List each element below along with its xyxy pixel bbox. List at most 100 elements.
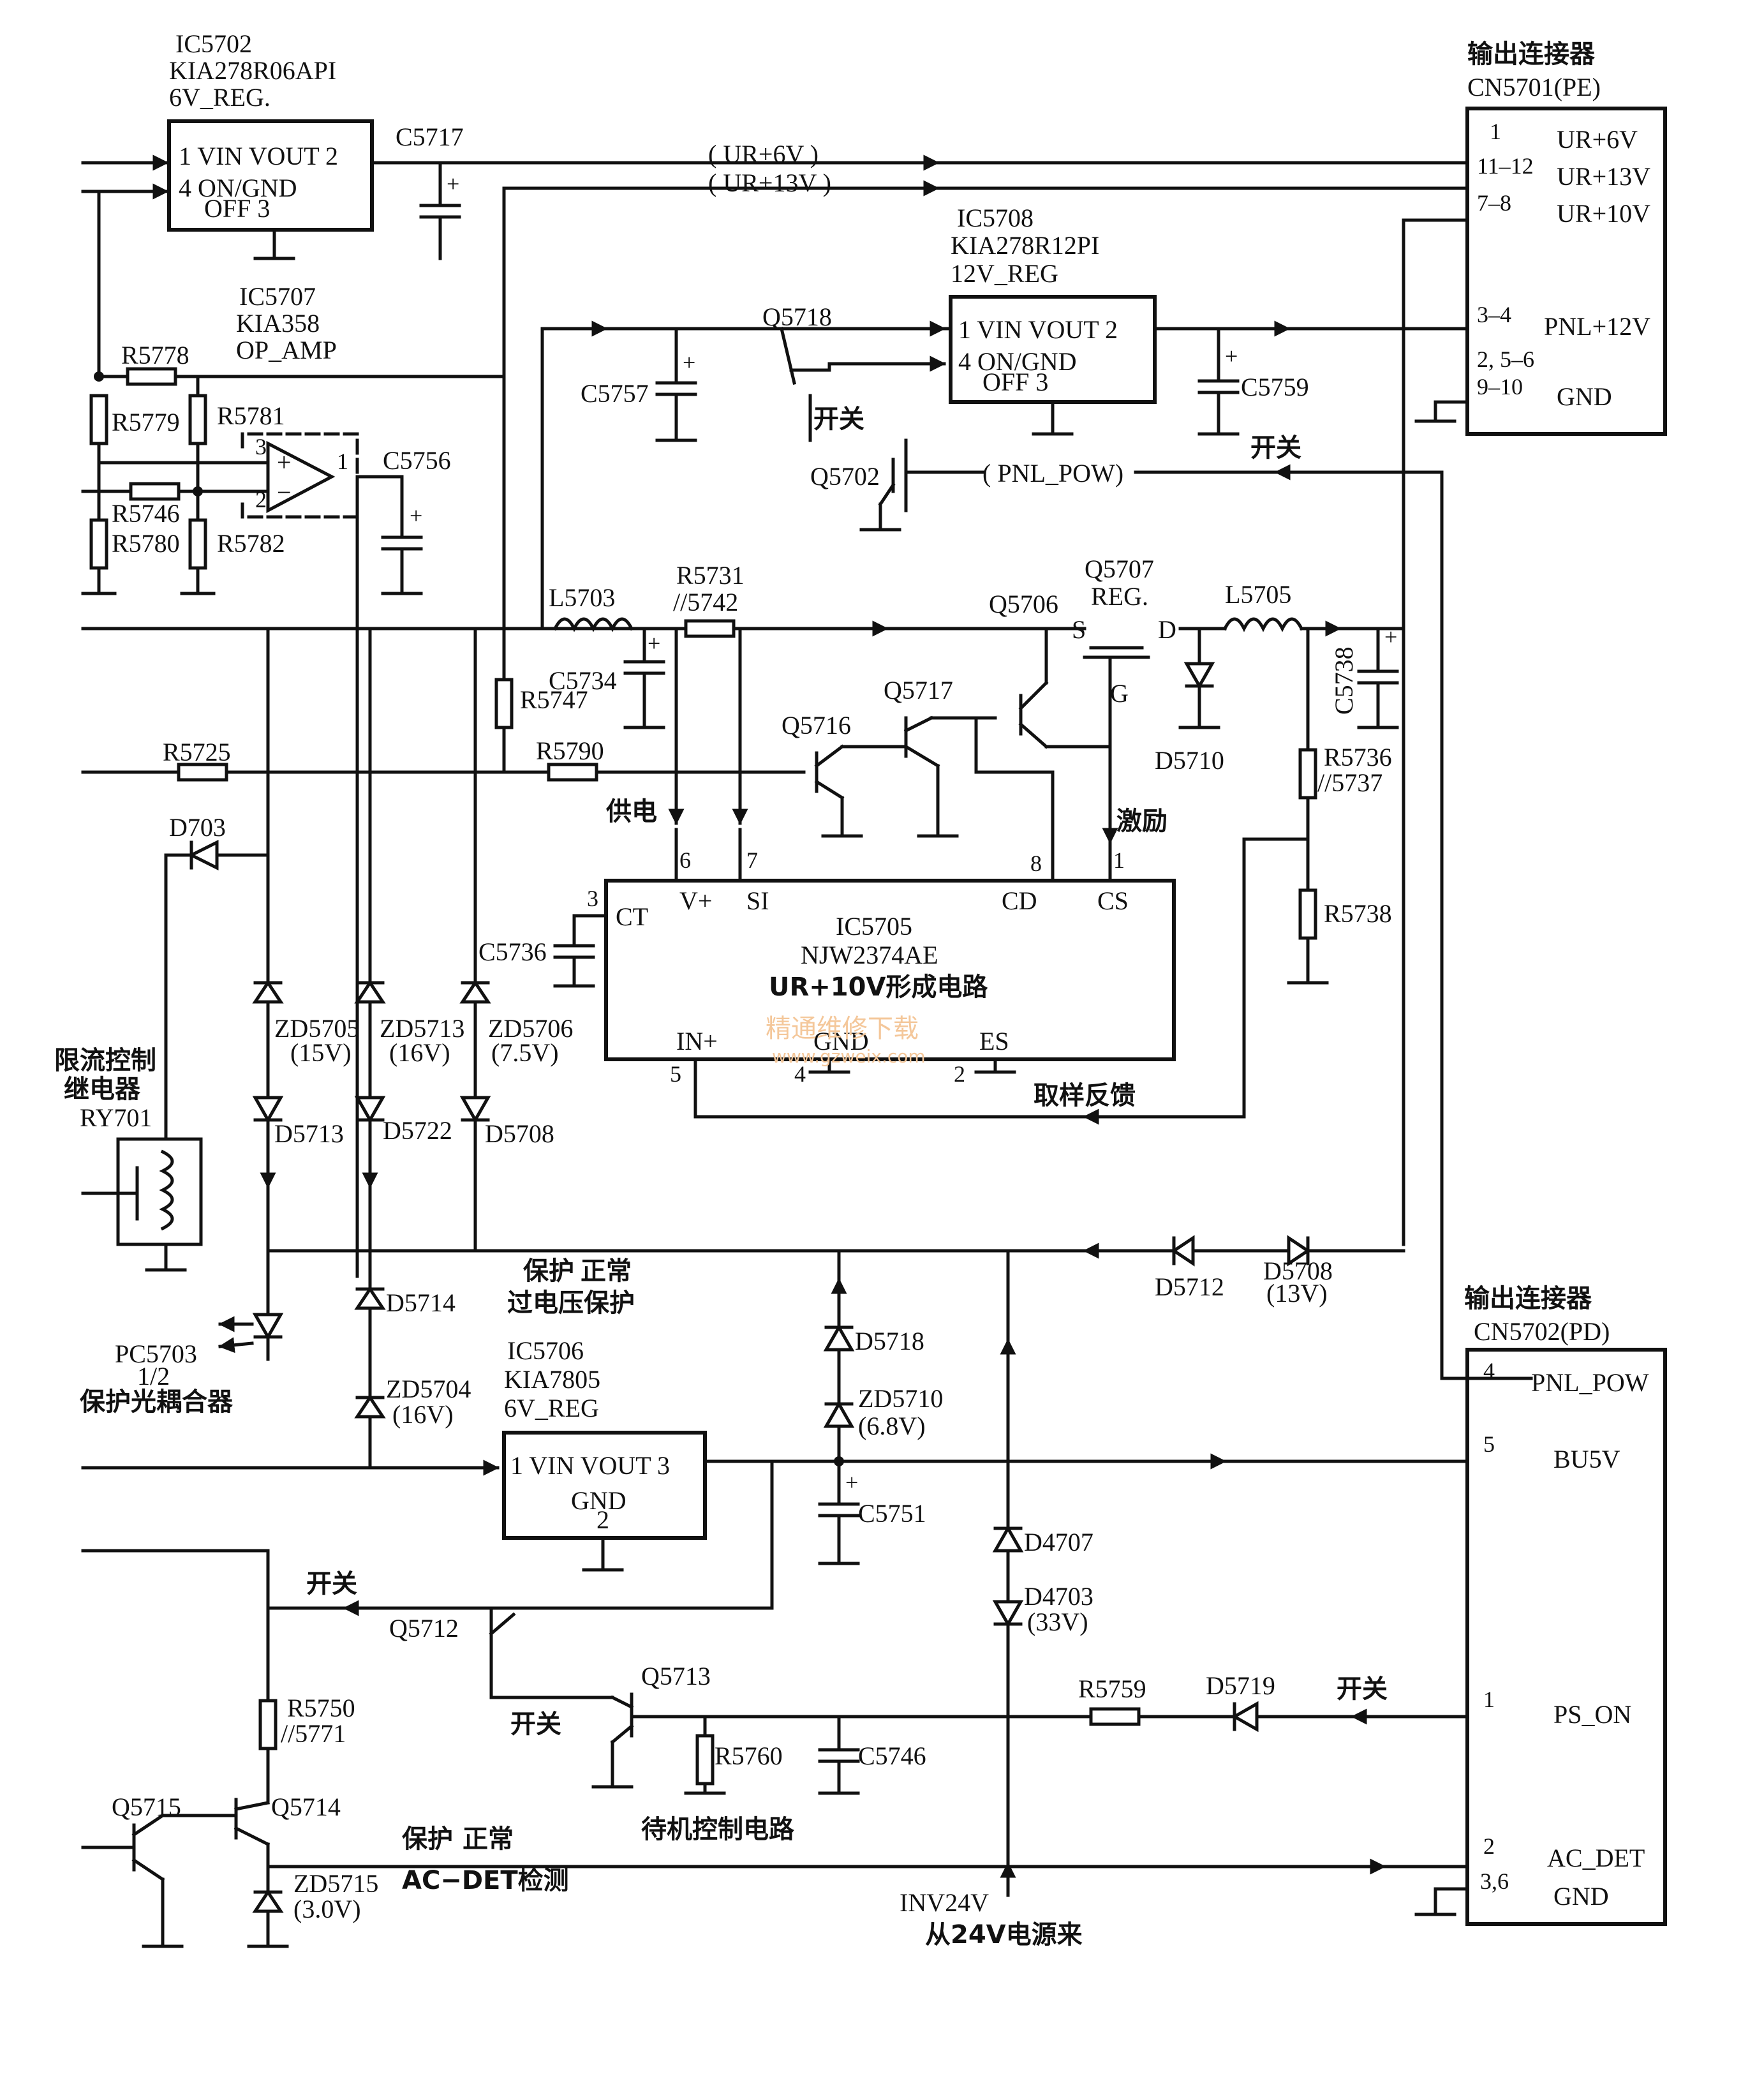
c5751-label: C5751 xyxy=(858,1499,926,1528)
ic5705-pin-number: 2 xyxy=(954,1061,965,1087)
svg-text:+: + xyxy=(1384,624,1397,650)
zener-diode xyxy=(354,980,386,1004)
cn5701-signal: UR+10V xyxy=(1557,199,1650,228)
ic5702-pin-c: OFF 3 xyxy=(204,194,270,223)
ic5705-pin-label: CT xyxy=(616,902,648,931)
zener-diode xyxy=(459,980,491,1004)
q5718-section: + C5757 Q5718 开关 Q5702 ( PNL_POW) 开关 xyxy=(540,302,1444,1380)
cn5702-signal: PNL_POW xyxy=(1531,1368,1649,1397)
ic5705-pin-label: V+ xyxy=(679,886,712,915)
zd5713-value: (16V) xyxy=(389,1038,450,1067)
zener-diode xyxy=(992,1600,1024,1628)
d5708b-label: D5708 xyxy=(1263,1257,1333,1285)
inductor-l5705 xyxy=(1222,617,1304,632)
d4707-label: D4707 xyxy=(1024,1528,1093,1556)
cn5701-pin: 7–8 xyxy=(1477,190,1511,216)
cn5702-signal: BU5V xyxy=(1553,1445,1620,1473)
switch-label: 开关 xyxy=(1250,433,1301,463)
acdet-label: AC−DET检测 xyxy=(402,1866,569,1895)
diode xyxy=(992,1525,1024,1553)
ic5708-func: 12V_REG xyxy=(951,259,1058,288)
resistor xyxy=(695,1734,715,1786)
mosfet-pin-d: D xyxy=(1158,615,1176,644)
cn5701-pin: 11–12 xyxy=(1477,153,1534,179)
svg-text:+: + xyxy=(1225,343,1238,369)
cn5702-signal: PS_ON xyxy=(1553,1700,1631,1729)
switch-label: 开关 xyxy=(813,405,864,434)
ic5702-pin-b: 4 ON/GND xyxy=(179,174,297,202)
inv24v-label: INV24V xyxy=(900,1888,989,1917)
resistor xyxy=(89,394,108,445)
cn5702-body xyxy=(1465,1348,1667,1926)
protect-label: 保护 xyxy=(523,1257,574,1286)
zd5710-label: ZD5710 xyxy=(858,1384,943,1413)
ic5706-pin-a: 1 VIN VOUT 3 xyxy=(510,1451,670,1480)
c5757-label: C5757 xyxy=(581,379,649,408)
cn5701-signal: UR+13V xyxy=(1557,162,1650,191)
r5737-label: //5737 xyxy=(1317,768,1382,797)
r5750-label: R5750 xyxy=(287,1694,355,1722)
net-pnlpow: ( PNL_POW) xyxy=(982,459,1123,488)
r5738-label: R5738 xyxy=(1324,899,1392,928)
r5790-label: R5790 xyxy=(536,736,604,765)
ic5707-opamp: IC5707 KIA358 OP_AMP R5778 R5779 R5781 3… xyxy=(81,282,506,1278)
q5702-label: Q5702 xyxy=(810,462,880,491)
watermark: 精通维修下载 xyxy=(766,1014,919,1043)
resistor xyxy=(1298,888,1317,940)
ic5705-pin-label: SI xyxy=(746,886,769,915)
cn5701-body xyxy=(1465,107,1667,436)
diode xyxy=(823,1324,855,1352)
acdet-section: R5750 //5771 Q5715 Q5714 ZD5715 (3.0V) 保… xyxy=(81,1689,1469,1948)
ic5705-pin-number: 6 xyxy=(679,847,691,873)
diode xyxy=(1231,1701,1259,1733)
c5717-label: C5717 xyxy=(396,123,464,151)
opamp-pin: 2 xyxy=(255,487,267,512)
net-ur13v: ( UR+13V ) xyxy=(708,168,831,197)
standby-label: 待机控制电路 xyxy=(641,1815,795,1844)
ic5705-pin-label: CS xyxy=(1097,886,1129,915)
r5782-label: R5782 xyxy=(217,529,285,558)
resistor xyxy=(188,518,207,570)
d5719-label: D5719 xyxy=(1206,1671,1275,1700)
optocoupler-label: 保护光耦合器 xyxy=(80,1387,233,1417)
d5718-label: D5718 xyxy=(855,1327,924,1355)
diode xyxy=(1171,1235,1195,1267)
r5736-label: R5736 xyxy=(1324,743,1392,772)
l5703-label: L5703 xyxy=(549,583,615,612)
ic5708-pin-b: 4 ON/GND xyxy=(958,347,1077,376)
diode xyxy=(252,1313,284,1341)
relay-label-2: 继电器 xyxy=(64,1075,141,1104)
ic5702-func: 6V_REG. xyxy=(169,83,271,112)
l5705-label: L5705 xyxy=(1225,580,1291,609)
ic5702: IC5702 KIA278R06API 6V_REG. 1 VIN VOUT 2… xyxy=(167,29,374,260)
d5713-label: D5713 xyxy=(274,1119,344,1148)
ic5705: IC5705 NJW2374AE UR+10V形成电路 CT V+ SI CD … xyxy=(478,828,1246,1125)
d5708a-label: D5708 xyxy=(485,1119,554,1148)
diode xyxy=(188,839,219,871)
c5759-label: C5759 xyxy=(1241,373,1309,401)
cn5701-signal: PNL+12V xyxy=(1544,312,1650,341)
net-ur6v: ( UR+6V ) xyxy=(708,140,819,168)
ic5702-body xyxy=(167,119,374,232)
ic5705-pin-label: IN+ xyxy=(676,1027,718,1055)
zener-diode xyxy=(823,1400,855,1428)
sample-feedback-label: 取样反馈 xyxy=(1034,1081,1136,1110)
from24v-label: 从24V电源来 xyxy=(925,1920,1083,1950)
svg-text:+: + xyxy=(648,630,660,656)
cn5701-title: 输出连接器 xyxy=(1467,40,1596,69)
supply-label: 供电 xyxy=(606,797,657,826)
r5780-label: R5780 xyxy=(112,529,180,558)
pc5703-label: PC5703 xyxy=(115,1339,197,1368)
zener-diode xyxy=(354,1394,386,1419)
mosfet-pin-s: S xyxy=(1072,615,1086,644)
standby-section: 开关 Q5712 开关 Q5713 开关 R5760 C5746 R5759 D… xyxy=(81,1549,1469,1844)
cn5702-signal: AC_DET xyxy=(1547,1844,1645,1872)
zener-diode xyxy=(252,1889,284,1913)
zd5704-value: (16V) xyxy=(392,1400,454,1429)
ic5705-pin-label: CD xyxy=(1002,886,1037,915)
normal-label: 正常 xyxy=(463,1824,514,1854)
r5771-label: //5771 xyxy=(281,1719,346,1748)
ic5705-func: UR+10V形成电路 xyxy=(769,973,988,1002)
ic5705-pin-label: GND xyxy=(813,1027,869,1055)
resistor xyxy=(1298,748,1317,800)
